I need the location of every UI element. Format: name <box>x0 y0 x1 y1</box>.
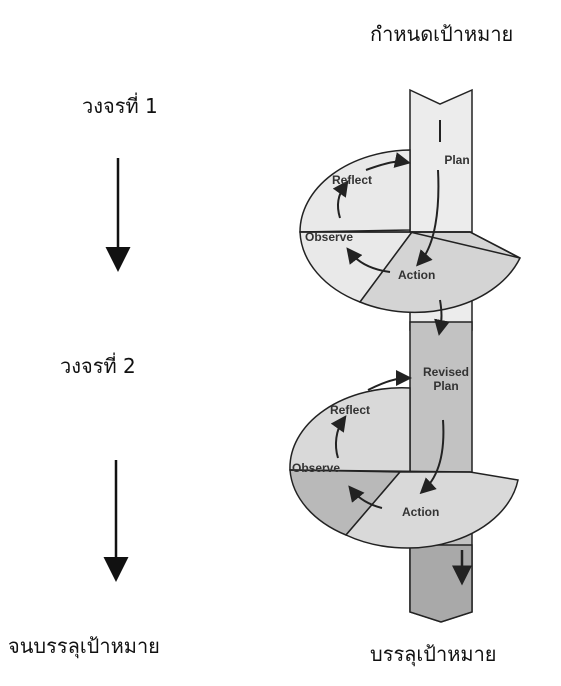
reflect-to-plan-arrow-1 <box>365 152 411 171</box>
action-to-revised-plan-arrow <box>434 299 450 336</box>
cycle-1-label: วงจรที่ 1 <box>82 94 158 118</box>
observe-to-reflect-arrow-1 <box>332 180 349 219</box>
plan-to-action-arrow-1 <box>416 169 440 267</box>
action-label-1: Action <box>398 268 435 282</box>
observe-label-2: Observe <box>292 461 340 475</box>
plan-to-action-arrow-2 <box>419 419 445 495</box>
action-label-2: Action <box>402 505 439 519</box>
goal-label: กำหนดเป้าหมาย <box>370 22 514 46</box>
reflect-label-2: Reflect <box>330 403 370 417</box>
reflect-to-plan-arrow-2 <box>367 370 412 391</box>
until-goal-label: จนบรรลุเป้าหมาย <box>8 634 160 658</box>
plan-label-1: Plan <box>444 153 469 167</box>
cycle-2-label: วงจรที่ 2 <box>60 354 136 378</box>
cycle-1-disk <box>299 149 521 314</box>
reflect-label-1: Reflect <box>332 173 372 187</box>
action-to-observe-arrow-1 <box>346 247 391 273</box>
cycle-2-disk <box>289 387 519 549</box>
observe-label-1: Observe <box>305 230 353 244</box>
plan-label-2: Plan <box>433 379 458 393</box>
action-to-observe-arrow-2 <box>348 485 383 509</box>
column-bottom-shade <box>409 544 473 623</box>
goal-achieved-label: บรรลุเป้าหมาย <box>370 642 497 666</box>
observe-to-reflect-arrow-2 <box>330 415 347 459</box>
revised-label-2: Revised <box>423 365 469 379</box>
